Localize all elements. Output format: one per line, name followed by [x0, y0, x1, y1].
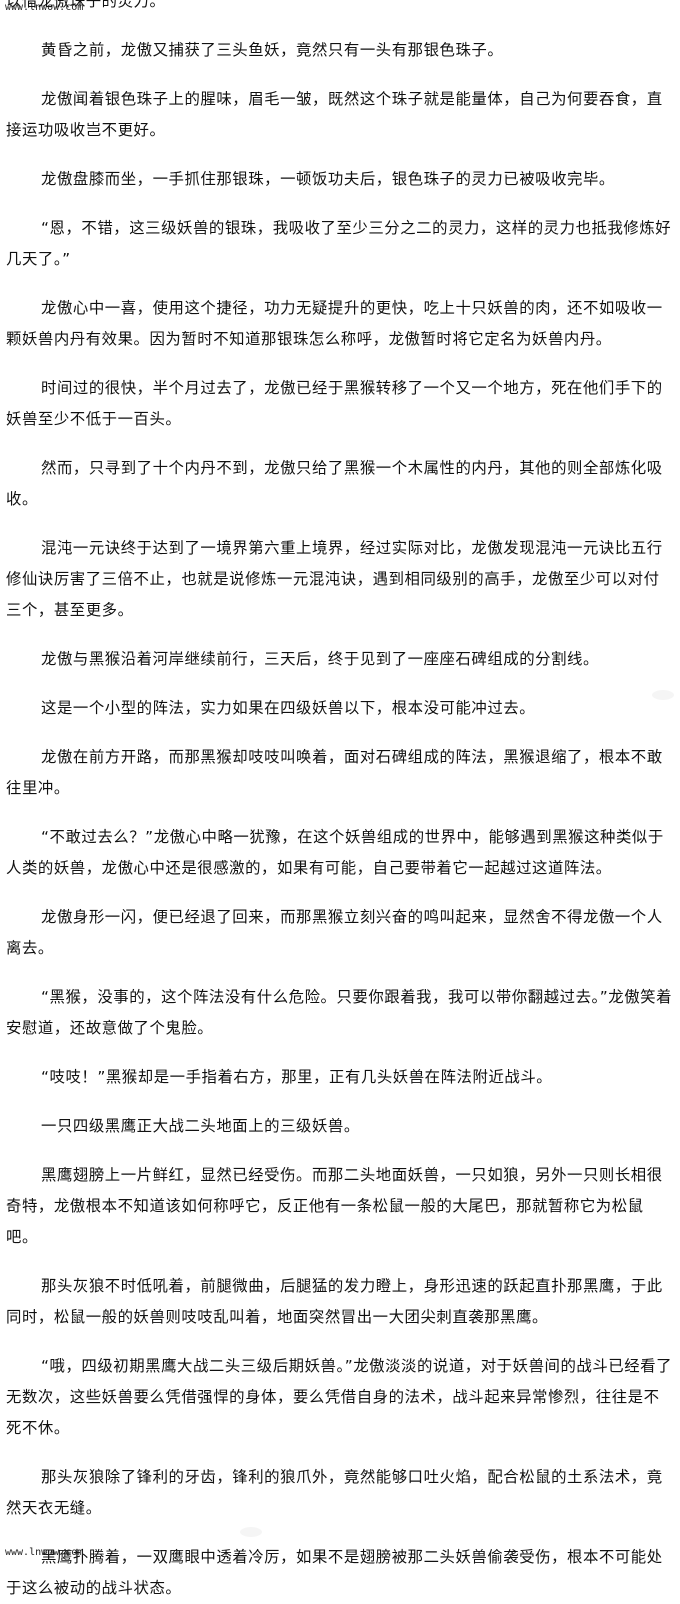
watermark-top: www.lnwow.com: [5, 2, 84, 13]
paragraph: 龙傲身形一闪，便已经退了回来，而那黑猴立刻兴奋的鸣叫起来，显然舍不得龙傲一个人离…: [6, 908, 663, 957]
paragraph: 黑鹰扑腾着，一双鹰眼中透着冷厉，如果不是翅膀被那二头妖兽偷袭受伤，根本不可能处于…: [6, 1548, 663, 1597]
paragraph: 黄昏之前，龙傲又捕获了三头鱼妖，竟然只有一头有那银色珠子。: [41, 41, 504, 59]
paragraph: 这是一个小型的阵法，实力如果在四级妖兽以下，根本没可能冲过去。: [41, 699, 536, 717]
scan-smudge: [652, 690, 674, 700]
paragraph: “不敢过去么？”龙傲心中略一犹豫，在这个妖兽组成的世界中，能够遇到黑猴这种类似于…: [6, 828, 664, 877]
paragraph: 一只四级黑鹰正大战二头地面上的三级妖兽。: [41, 1117, 360, 1135]
paragraph: 然而，只寻到了十个内丹不到，龙傲只给了黑猴一个木属性的内丹，其他的则全部炼化吸收…: [6, 459, 663, 508]
article-body: 以借龙傲珠子的灵力。 黄昏之前，龙傲又捕获了三头鱼妖，竟然只有一头有那银色珠子。…: [6, 0, 674, 1604]
paragraph: 龙傲在前方开路，而那黑猴却吱吱叫唤着，面对石碑组成的阵法，黑猴退缩了，根本不敢往…: [6, 748, 663, 797]
paragraph: “恩，不错，这三级妖兽的银珠，我吸收了至少三分之二的灵力，这样的灵力也抵我修炼好…: [6, 219, 672, 268]
paragraph: 以借龙傲珠子的灵力。: [6, 0, 166, 10]
paragraph: 那头灰狼除了锋利的牙齿，锋利的狼爪外，竟然能够口吐火焰，配合松鼠的土系法术，竟然…: [6, 1468, 663, 1517]
paragraph: 黑鹰翅膀上一片鲜红，显然已经受伤。而那二头地面妖兽，一只如狼，另外一只则长相很奇…: [6, 1166, 663, 1246]
paragraph: 混沌一元诀终于达到了一境界第六重上境界，经过实际对比，龙傲发现混沌一元诀比五行修…: [6, 539, 663, 619]
paragraph: 那头灰狼不时低吼着，前腿微曲，后腿猛的发力瞪上，身形迅速的跃起直扑那黑鹰，于此同…: [6, 1277, 663, 1326]
paragraph: 龙傲闻着银色珠子上的腥味，眉毛一皱，既然这个珠子就是能量体，自己为何要吞食，直接…: [6, 90, 663, 139]
paragraph: 龙傲与黑猴沿着河岸继续前行，三天后，终于见到了一座座石碑组成的分割线。: [41, 650, 599, 668]
paragraph: 龙傲盘膝而坐，一手抓住那银珠，一顿饭功夫后，银色珠子的灵力已被吸收完毕。: [41, 170, 615, 188]
paragraph: 龙傲心中一喜，使用这个捷径，功力无疑提升的更快，吃上十只妖兽的肉，还不如吸收一颗…: [6, 299, 663, 348]
scan-smudge: [240, 1527, 262, 1537]
watermark-bottom: www.lnwow.com: [5, 1547, 84, 1558]
paragraph: “黑猴，没事的，这个阵法没有什么危险。只要你跟着我，我可以带你翻越过去。”龙傲笑…: [6, 988, 673, 1037]
paragraph: “吱吱！”黑猴却是一手指着右方，那里，正有几头妖兽在阵法附近战斗。: [41, 1068, 553, 1086]
paragraph: “哦，四级初期黑鹰大战二头三级后期妖兽。”龙傲淡淡的说道，对于妖兽间的战斗已经看…: [6, 1357, 673, 1437]
paragraph: 时间过的很快，半个月过去了，龙傲已经于黑猴转移了一个又一个地方，死在他们手下的妖…: [6, 379, 663, 428]
